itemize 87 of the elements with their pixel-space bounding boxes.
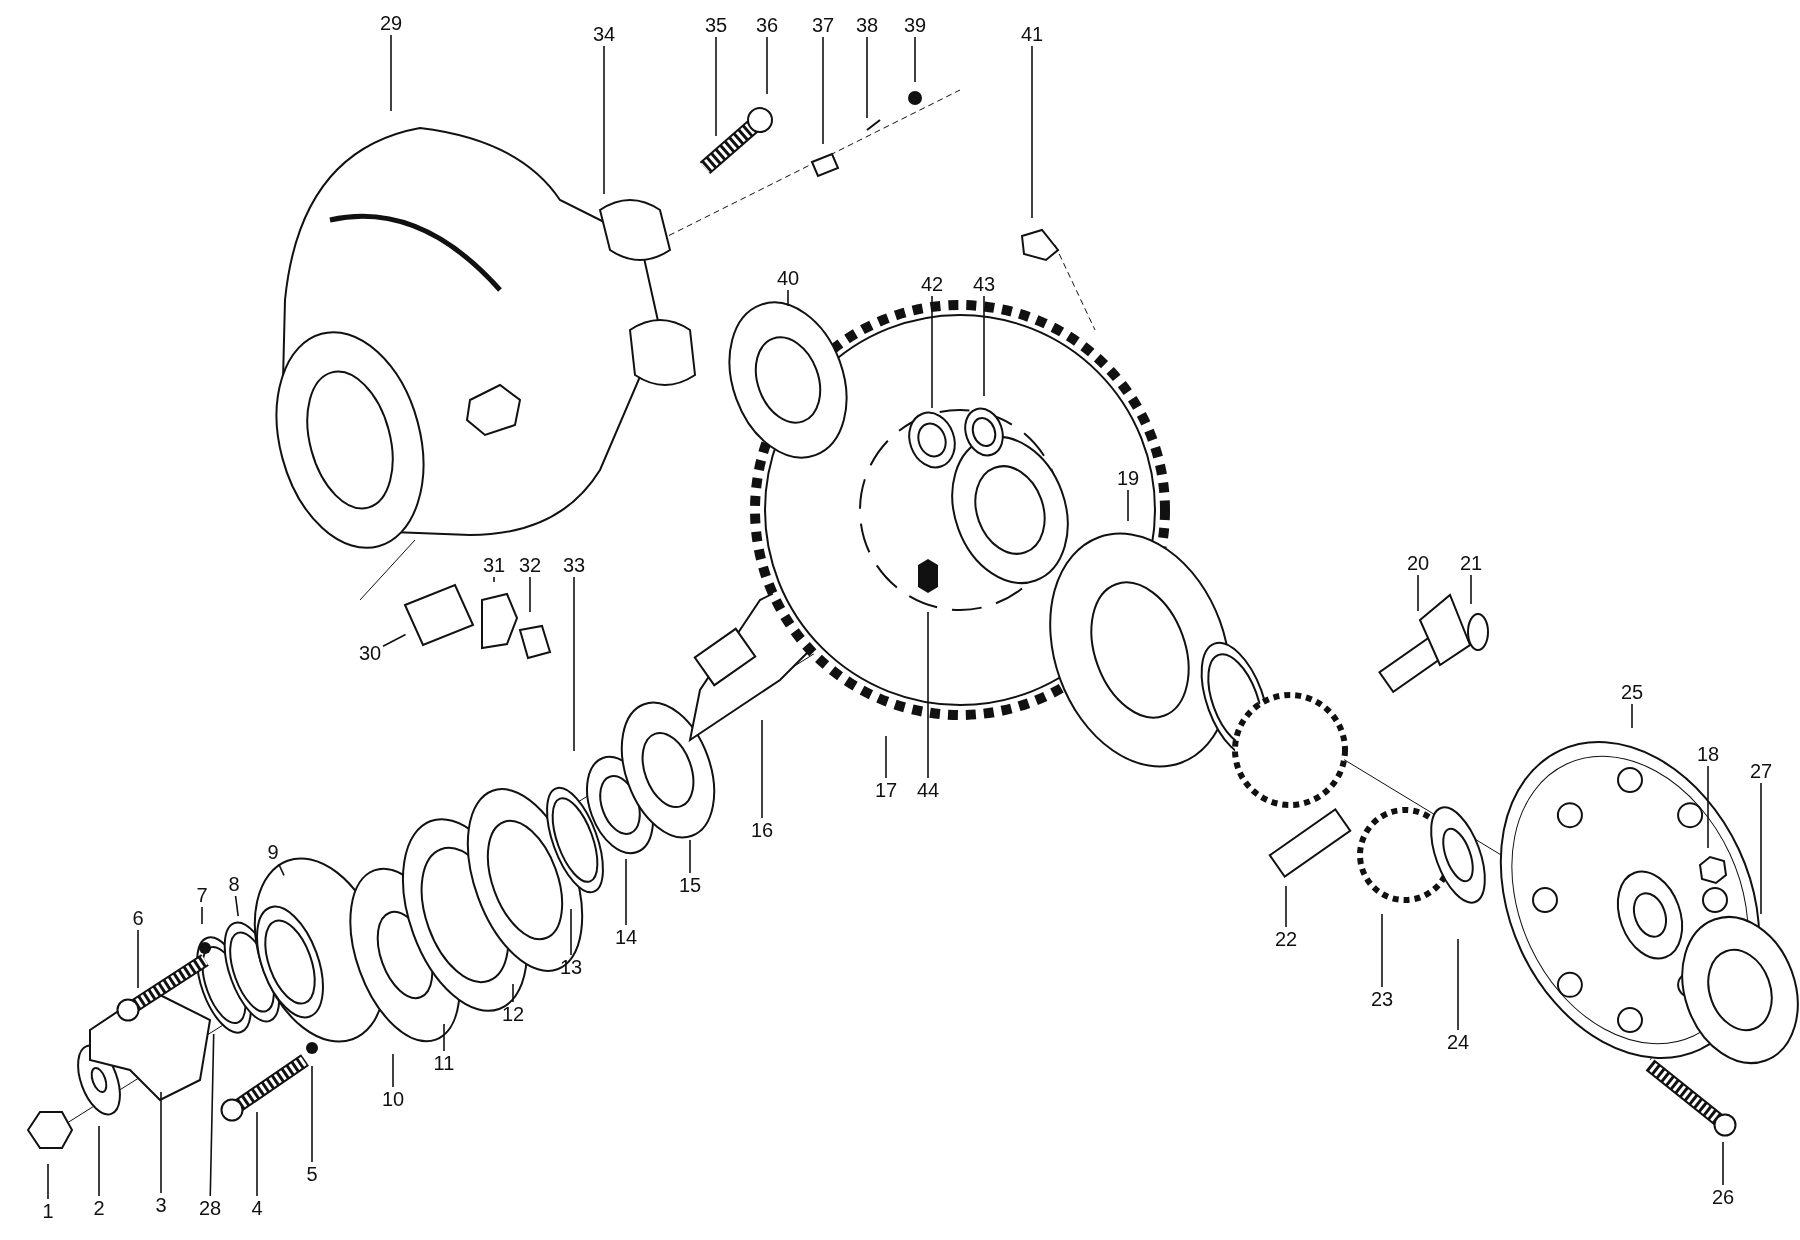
leader-line — [689, 839, 691, 874]
callout-number: 30 — [354, 641, 386, 665]
callout-number: 38 — [851, 13, 883, 37]
leader-line — [493, 576, 495, 583]
leader-line — [931, 295, 933, 409]
leader-line — [822, 36, 824, 145]
leader-line — [1417, 574, 1419, 612]
callout-number: 40 — [772, 266, 804, 290]
callout-number: 34 — [588, 22, 620, 46]
leader-line — [390, 34, 392, 112]
callout-number: 39 — [899, 13, 931, 37]
callout-number: 5 — [296, 1162, 328, 1186]
leader-line — [715, 36, 717, 137]
callout-number: 43 — [968, 272, 1000, 296]
callout-number: 3 — [145, 1193, 177, 1217]
leader-line — [570, 908, 572, 956]
leader-line — [160, 1091, 162, 1194]
leader-line — [1631, 703, 1633, 729]
leader-line — [277, 863, 285, 877]
callout-number: 23 — [1366, 987, 1398, 1011]
leader-line — [603, 45, 605, 195]
leader-line — [1707, 765, 1709, 849]
leader-line — [1760, 782, 1762, 915]
callout-number: 42 — [916, 272, 948, 296]
leader-line — [1127, 489, 1129, 522]
leader-line — [98, 1125, 100, 1197]
leader-line — [311, 1065, 313, 1163]
leader-line — [512, 983, 514, 1003]
callout-number: 7 — [186, 883, 218, 907]
callout-number: 19 — [1112, 466, 1144, 490]
callout-number: 41 — [1016, 22, 1048, 46]
leader-line — [137, 929, 139, 989]
leader-line — [234, 895, 239, 917]
leader-line — [209, 1033, 215, 1197]
leader-line — [885, 735, 887, 779]
leader-line — [1285, 885, 1287, 928]
leader-line — [382, 633, 407, 648]
callout-number: 13 — [555, 955, 587, 979]
leader-line — [1381, 913, 1383, 988]
callout-number: 6 — [122, 906, 154, 930]
callout-number: 12 — [497, 1002, 529, 1026]
callout-number: 16 — [746, 818, 778, 842]
callout-number: 10 — [377, 1087, 409, 1111]
leader-line — [392, 1053, 394, 1088]
leader-line — [625, 858, 627, 926]
callout-number: 32 — [514, 553, 546, 577]
callout-number: 37 — [807, 13, 839, 37]
leader-line — [766, 36, 768, 95]
leader-line — [927, 611, 929, 779]
callout-number: 17 — [870, 778, 902, 802]
callout-number: 35 — [700, 13, 732, 37]
callout-number: 36 — [751, 13, 783, 37]
callout-number: 8 — [218, 872, 250, 896]
callout-number: 25 — [1616, 680, 1648, 704]
leader-line — [529, 576, 531, 613]
callout-number: 2 — [83, 1196, 115, 1220]
leader-line — [47, 1163, 49, 1200]
callout-number: 14 — [610, 925, 642, 949]
leader-line — [1470, 574, 1472, 605]
leader-line — [1722, 1141, 1724, 1186]
callout-number: 15 — [674, 873, 706, 897]
callout-number: 4 — [241, 1196, 273, 1220]
leader-line — [761, 719, 763, 819]
leader-line — [1457, 938, 1459, 1031]
callout-number: 11 — [428, 1051, 460, 1075]
leader-line — [573, 576, 575, 752]
callout-number: 28 — [194, 1196, 226, 1220]
callout-number: 20 — [1402, 551, 1434, 575]
callout-number: 24 — [1442, 1030, 1474, 1054]
leader-line — [914, 36, 916, 83]
callout-number: 29 — [375, 11, 407, 35]
callout-number: 31 — [478, 553, 510, 577]
callout-number: 44 — [912, 778, 944, 802]
callout-number: 21 — [1455, 551, 1487, 575]
leader-line — [201, 906, 203, 925]
callout-number: 9 — [257, 840, 289, 864]
leader-line — [443, 1023, 445, 1052]
leader-line — [787, 289, 789, 307]
callout-number: 1 — [32, 1199, 64, 1223]
callout-number: 18 — [1692, 742, 1724, 766]
callout-number: 27 — [1745, 759, 1777, 783]
callout-number: 33 — [558, 553, 590, 577]
leader-line — [256, 1111, 258, 1197]
callout-number: 22 — [1270, 927, 1302, 951]
leader-line — [1031, 45, 1033, 219]
leader-line — [866, 36, 868, 119]
callout-number: 26 — [1707, 1185, 1739, 1209]
